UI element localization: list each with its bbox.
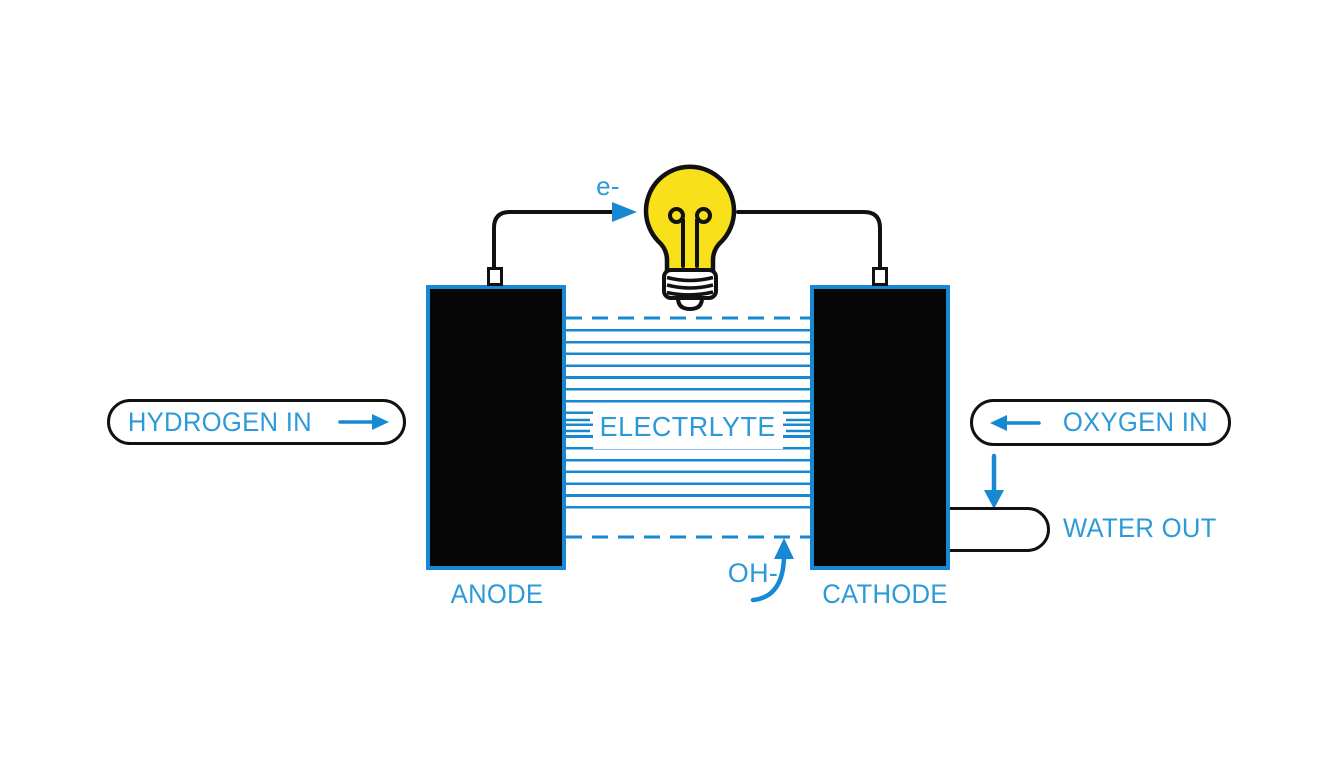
hydroxide-flow-arrow-icon [750,538,794,603]
electron-flow-arrow-icon [612,202,637,222]
anode-electrode [426,285,566,570]
anode-label: ANODE [450,579,544,609]
anode-terminal [487,267,503,286]
electrolyte-label: ELECTRLYTE [599,411,777,442]
hydrogen-in-label: HYDROGEN IN [127,406,312,437]
circuit-wire-left [492,210,614,270]
hydrogen-in-pill: HYDROGEN IN [107,399,406,445]
hydrogen-flow-arrow-icon [338,414,390,430]
electrolyte-label-box: ELECTRLYTE [593,405,783,449]
light-bulb-icon [643,164,737,311]
cathode-electrode [810,285,950,570]
water-out-label: WATER OUT [1063,513,1217,543]
oxygen-in-label: OXYGEN IN [1062,407,1209,437]
electron-label: e- [596,171,620,201]
water-out-pipe [944,507,1050,552]
oxygen-to-water-arrow-icon [984,453,1004,509]
hydroxide-label: OH- [727,558,779,588]
oxygen-in-pill: OXYGEN IN [970,399,1231,446]
cathode-terminal [872,267,888,286]
electrolyte-label-stub-lines [566,418,810,433]
cathode-label: CATHODE [822,579,948,609]
oxygen-flow-arrow-icon [990,414,1041,431]
circuit-wire-right [736,210,882,270]
